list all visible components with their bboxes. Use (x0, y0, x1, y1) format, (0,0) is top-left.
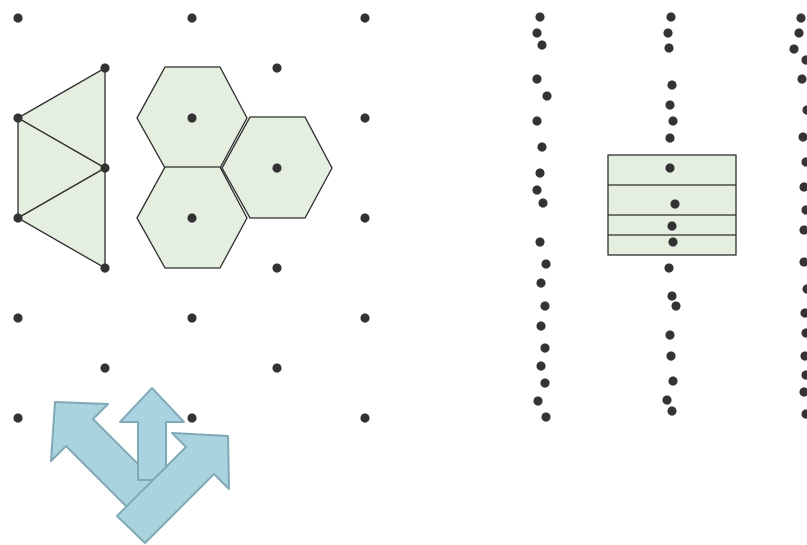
lattice-point (798, 132, 807, 141)
lattice-point (532, 28, 541, 37)
lattice-point (789, 44, 798, 53)
lattice-point (801, 205, 807, 214)
lattice-point (272, 63, 281, 72)
lattice-point (187, 213, 196, 222)
lattice-point (272, 263, 281, 272)
lattice-point (535, 237, 544, 246)
lattice-point (540, 301, 549, 310)
lattice-point (800, 308, 807, 317)
lattice-point (540, 343, 549, 352)
lattice-point (272, 363, 281, 372)
lattice-point (540, 378, 549, 387)
lattice-point (801, 328, 807, 337)
lattice-point (13, 313, 22, 322)
lattice-point (536, 278, 545, 287)
lattice-point (668, 376, 677, 385)
lattice-point (802, 105, 807, 114)
lattice-point (541, 412, 550, 421)
lattice-point (360, 413, 369, 422)
cells-layer (18, 67, 736, 268)
lattice-point (801, 55, 807, 64)
lattice-point (665, 330, 674, 339)
lattice-point (663, 28, 672, 37)
lattice-point (797, 74, 806, 83)
lattice-point (100, 63, 109, 72)
lattice-point (799, 182, 807, 191)
lattice-point (532, 116, 541, 125)
lattice-point (187, 113, 196, 122)
lattice-point (360, 113, 369, 122)
lattice-point (538, 198, 547, 207)
lattice-point (671, 301, 680, 310)
lattice-point (100, 363, 109, 372)
lattice-point (535, 12, 544, 21)
lattice-point (799, 225, 807, 234)
lattice-point (532, 185, 541, 194)
lattice-point (666, 351, 675, 360)
lattice-point (537, 40, 546, 49)
lattice-point (535, 168, 544, 177)
arrows-icon (51, 388, 229, 543)
lattice-point (794, 28, 803, 37)
lattice-point (100, 263, 109, 272)
lattice-point (666, 12, 675, 21)
lattice-point (667, 80, 676, 89)
lattice-point (187, 313, 196, 322)
lattice-point (187, 13, 196, 22)
lattice-point (532, 74, 541, 83)
lattice-point (13, 13, 22, 22)
lattice-point (667, 221, 676, 230)
lattice-point (801, 157, 807, 166)
lattice-point (664, 43, 673, 52)
lattice-point (662, 395, 671, 404)
lattice-point (13, 213, 22, 222)
lattice-point (665, 163, 674, 172)
lattice-point (360, 313, 369, 322)
lattice-point (542, 91, 551, 100)
lattice-point (272, 163, 281, 172)
lattice-point (100, 163, 109, 172)
lattice-point (667, 406, 676, 415)
lattice-point (667, 291, 676, 300)
lattice-point (665, 100, 674, 109)
lattice-point (802, 284, 807, 293)
lattice-point (670, 199, 679, 208)
lattice-point (800, 351, 807, 360)
lattice-point (536, 361, 545, 370)
lattice-point (664, 263, 673, 272)
lattice-point (541, 259, 550, 268)
lattice-point (536, 321, 545, 330)
lattice-point (796, 13, 805, 22)
lattice-point (668, 237, 677, 246)
lattice-point (799, 257, 807, 266)
lattice-point (13, 413, 22, 422)
lattice-point (533, 396, 542, 405)
lattice-point (360, 13, 369, 22)
lattice-point (13, 113, 22, 122)
lattice-point (801, 409, 807, 418)
lattice-point (360, 213, 369, 222)
lattice-point (801, 370, 807, 379)
lattice-point (187, 413, 196, 422)
lattice-point (668, 116, 677, 125)
lattice-point (799, 387, 807, 396)
lattice-point (537, 142, 546, 151)
lattice-point (665, 133, 674, 142)
